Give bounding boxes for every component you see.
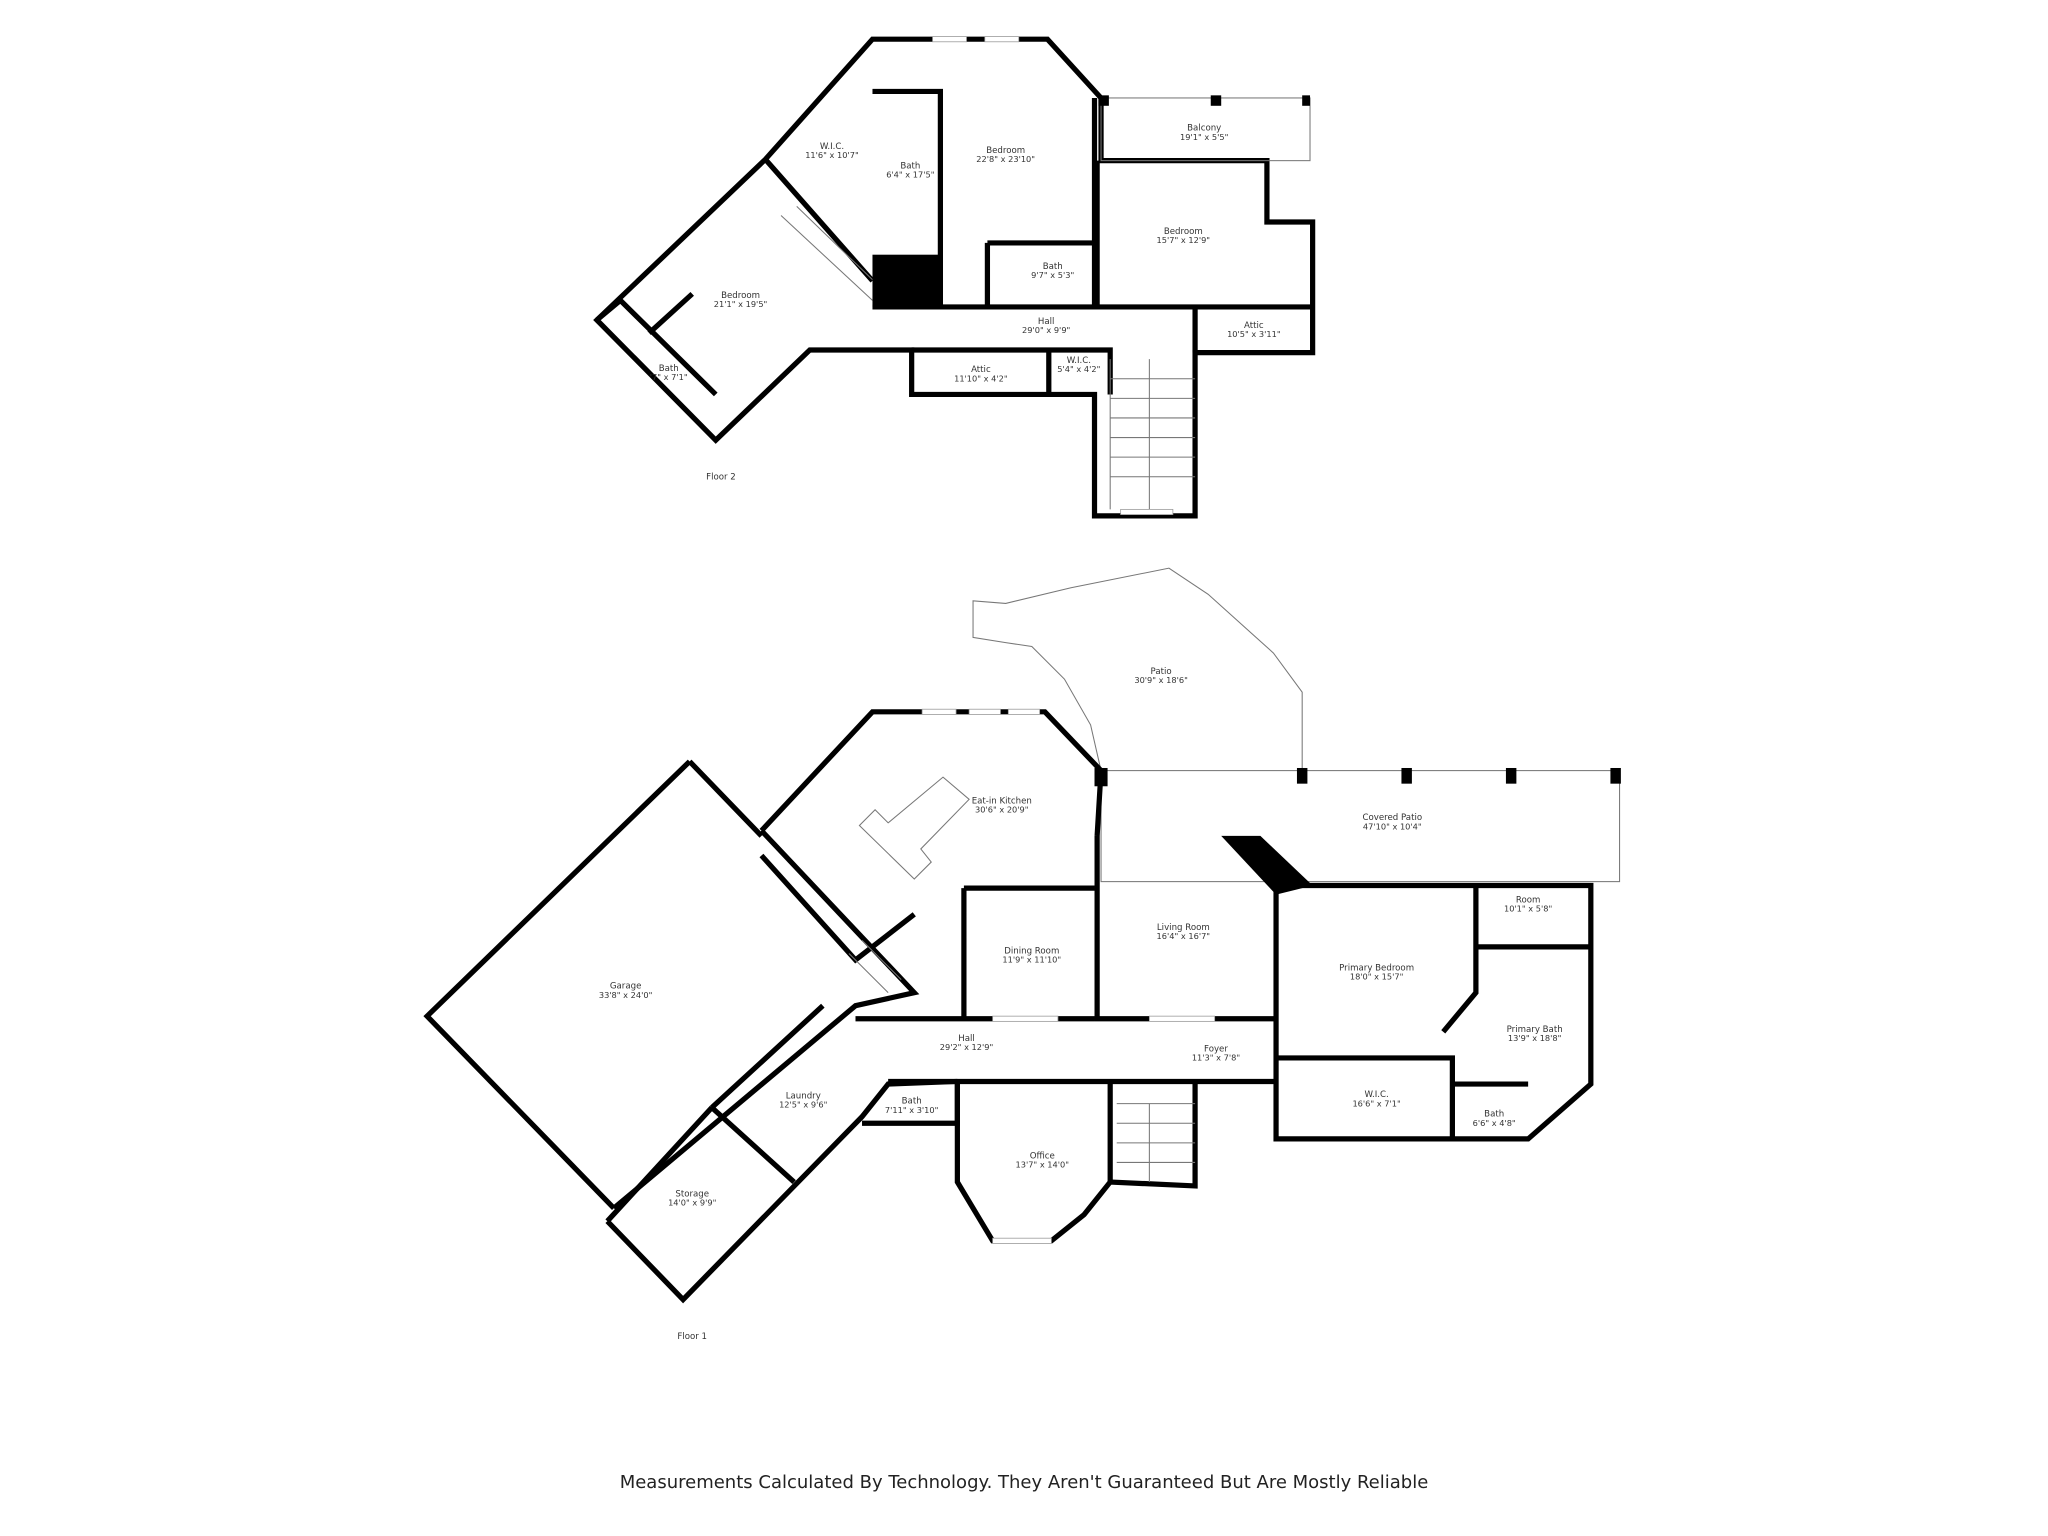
room-dimensions: 5'4" x 4'2" [1057, 364, 1100, 374]
room-dimensions: 13'9" x 18'8" [1508, 1033, 1562, 1043]
room-dimensions: 6'4" x 17'5" [886, 170, 934, 180]
room-name: Bath [902, 1097, 922, 1107]
room-name: Storage [675, 1189, 709, 1199]
room-dimensions: 6'6" x 4'8" [1473, 1118, 1516, 1128]
disclaimer-text: Measurements Calculated By Technology. T… [619, 1472, 1429, 1493]
room-name: Foyer [1204, 1044, 1228, 1054]
room-name: Garage [610, 982, 642, 992]
room-name: Hall [958, 1034, 975, 1044]
room-dimensions: 11'3" x 7'8" [1192, 1053, 1240, 1063]
room-dimensions: 11'6" x 10'7" [805, 150, 859, 160]
balcony-outline [1100, 97, 1311, 162]
room-dimensions: 33'8" x 24'0" [599, 990, 653, 1000]
kitchen-island [858, 776, 970, 880]
room-dimensions: 11'10" x 4'2" [954, 373, 1008, 383]
room-dimensions: 12'5" x 9'6" [779, 1100, 827, 1110]
room-dimensions: 16'6" x 7'1" [1352, 1098, 1400, 1108]
floor-1-label: Floor 1 [677, 1332, 707, 1342]
floor-2-stairs [780, 205, 1196, 510]
floor-1-outer-wall [605, 709, 1594, 1304]
room-name: Attic [971, 365, 991, 375]
room-dimensions: 30'9" x 18'6" [1134, 675, 1188, 685]
room-dimensions: 30'6" x 20'9" [975, 804, 1029, 814]
room-dimensions: 9'7" x 5'3" [1031, 270, 1074, 280]
room-name: Bedroom [986, 146, 1025, 156]
floor-1-interior-walls [605, 853, 1591, 1223]
room-name: Eat-in Kitchen [972, 796, 1032, 806]
room-name: W.I.C. [1067, 356, 1091, 366]
room-dimensions: 16'4" x 16'7" [1157, 931, 1211, 941]
floor-2-outer-wall [593, 36, 1316, 519]
room-name: W.I.C. [1364, 1090, 1388, 1100]
room-name: Balcony [1187, 124, 1221, 134]
room-name: Bath [900, 161, 920, 171]
room-dimensions: 15'7" x 12'9" [1157, 235, 1211, 245]
room-dimensions: 19'1" x 5'5" [1180, 132, 1228, 142]
room-dimensions: 21'1" x 19'5" [714, 299, 768, 309]
room-name: Covered Patio [1362, 813, 1422, 823]
room-dimensions: 29'2" x 12'9" [940, 1042, 994, 1052]
room-dimensions: 13'7" x 14'0" [1015, 1160, 1069, 1170]
room-name: Room [1516, 896, 1541, 906]
covered-patio-outline [1100, 770, 1621, 883]
room-name: Bedroom [721, 291, 760, 301]
room-dimensions: 7'11" x 3'10" [885, 1105, 939, 1115]
room-name: Patio [1151, 667, 1172, 677]
room-dimensions: 22'8" x 23'10" [976, 154, 1035, 164]
garage-wall [423, 759, 764, 1210]
patio-outline [972, 567, 1303, 771]
room-name: Primary Bath [1507, 1025, 1563, 1035]
room-name: Primary Bedroom [1339, 963, 1414, 973]
room-name: Hall [1038, 317, 1055, 327]
room-name: Office [1030, 1152, 1055, 1162]
room-name: Bedroom [1164, 227, 1203, 237]
room-dimensions: 47'10" x 10'4" [1363, 821, 1422, 831]
room-name: Bath [1043, 262, 1063, 272]
room-name: W.I.C. [820, 142, 844, 152]
room-name: Living Room [1157, 923, 1210, 933]
room-name: Attic [1244, 321, 1264, 331]
room-dimensions: 10'5" x 3'11" [1227, 329, 1281, 339]
floor-1-stairs [848, 940, 1196, 1183]
room-name: Dining Room [1004, 946, 1059, 956]
room-name: Bath [659, 364, 679, 374]
floor-2-label: Floor 2 [706, 472, 736, 482]
room-name: Laundry [786, 1091, 821, 1101]
room-dimensions: '7" x 7'1" [650, 372, 688, 382]
room-dimensions: 10'1" x 5'8" [1504, 904, 1552, 914]
room-dimensions: 11'9" x 11'10" [1002, 955, 1061, 965]
room-dimensions: 18'0" x 15'7" [1350, 972, 1404, 982]
floor-2-interior-walls [595, 88, 1313, 397]
fireplace [1221, 835, 1313, 895]
room-dimensions: 29'0" x 9'9" [1022, 325, 1070, 335]
room-dimensions: 14'0" x 9'9" [668, 1198, 716, 1208]
room-name: Bath [1484, 1110, 1504, 1120]
